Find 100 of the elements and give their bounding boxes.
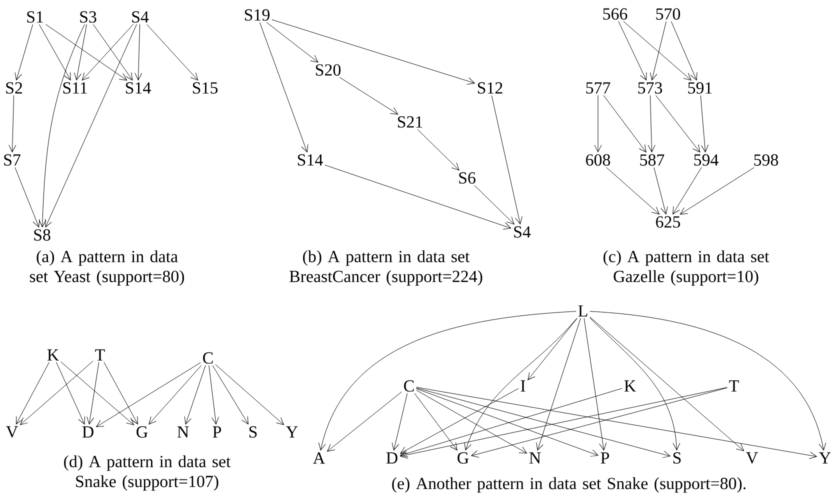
node-label: S6: [459, 172, 476, 184]
arrow: [590, 316, 744, 452]
arrow: [20, 360, 94, 426]
arrow: [14, 167, 40, 228]
arrow: [212, 365, 248, 424]
arrow: [259, 22, 308, 152]
arrow: [96, 362, 201, 428]
node-label: P: [212, 426, 222, 438]
node-label: G: [458, 452, 469, 464]
arrow: [416, 388, 598, 457]
arrow: [146, 24, 198, 80]
arrow: [590, 318, 680, 450]
node-label: S2: [6, 82, 22, 94]
arrow: [416, 388, 670, 458]
node-label: S4: [132, 11, 149, 23]
node-label: 591: [688, 82, 712, 94]
arrow: [56, 362, 86, 424]
arrow: [215, 364, 284, 425]
arrow: [82, 24, 134, 80]
node-label: 608: [586, 154, 610, 166]
node-label: S7: [4, 154, 20, 166]
arrow: [45, 24, 128, 81]
node-label: S3: [80, 11, 96, 23]
arrow: [528, 318, 578, 380]
node-label: S14: [298, 154, 323, 166]
arrow: [648, 95, 656, 152]
arrow: [104, 362, 138, 424]
arrow: [86, 362, 100, 424]
node-label: 598: [754, 154, 778, 166]
arrow: [680, 167, 755, 215]
arrow: [134, 24, 142, 80]
node-label: 577: [586, 82, 610, 94]
arrow: [416, 387, 817, 460]
arrow: [272, 19, 475, 85]
arrow: [74, 24, 87, 80]
caption: (c) A pattern in data set Gazelle (support=10): [604, 250, 770, 286]
node-label: L: [578, 305, 588, 317]
arrow: [400, 387, 728, 458]
arrow: [14, 24, 34, 80]
node-label: T: [95, 349, 105, 361]
node-label: S12: [478, 82, 502, 94]
node-label: S14: [126, 82, 151, 94]
arrow: [603, 95, 646, 152]
arrow: [656, 95, 700, 152]
arrow: [400, 388, 622, 458]
caption: (a) A pattern in data set Yeast (support=80): [30, 250, 184, 286]
node-label: S19: [244, 9, 270, 21]
arrow: [16, 362, 50, 424]
node-label: A: [313, 452, 325, 464]
arrow: [623, 21, 692, 80]
arrow: [38, 24, 71, 80]
arrow: [672, 167, 702, 214]
arrow: [318, 311, 576, 450]
arrow: [464, 318, 578, 450]
arrow: [327, 392, 402, 452]
node-label: P: [600, 452, 610, 464]
node-label: N: [177, 426, 189, 438]
arrow: [45, 24, 137, 228]
arrow: [392, 393, 408, 450]
node-label: S4: [514, 226, 531, 238]
node-label: 566: [603, 8, 628, 20]
arrow: [92, 24, 133, 80]
node-label: T: [729, 380, 739, 392]
arrow: [416, 390, 527, 454]
node-label: S15: [192, 82, 218, 94]
node-label: K: [47, 349, 59, 361]
node-label: 570: [656, 8, 680, 20]
node-label: V: [6, 426, 18, 438]
node-label: 587: [640, 154, 664, 166]
node-label: D: [386, 452, 398, 464]
arrow: [471, 388, 728, 458]
node-label: S8: [34, 229, 50, 241]
arrow: [38, 24, 85, 228]
arrow: [594, 95, 602, 152]
node-label: S1: [27, 11, 43, 23]
node-label: V: [746, 452, 758, 464]
node-label: 573: [638, 82, 662, 94]
arrow: [654, 167, 668, 214]
node-label: D: [82, 426, 94, 438]
node-label: K: [624, 380, 636, 392]
node-label: 594: [694, 154, 718, 166]
arrow: [474, 185, 514, 224]
arrow: [400, 388, 519, 454]
arrow: [590, 311, 826, 450]
node-label: C: [203, 352, 213, 364]
node-label: N: [529, 452, 541, 464]
arrow: [339, 77, 398, 115]
node-label: I: [520, 380, 526, 392]
arrow: [148, 365, 202, 424]
arrow: [414, 393, 458, 450]
arrow: [536, 318, 581, 450]
arrow: [417, 129, 460, 170]
node-label: S21: [398, 116, 422, 128]
arrow: [60, 362, 134, 426]
arrow: [208, 365, 219, 424]
node-label: S20: [316, 64, 341, 76]
node-label: S: [249, 426, 257, 438]
arrow: [8, 95, 16, 152]
arrow: [266, 22, 318, 62]
caption: (b) A pattern in data set BreastCancer (support=224): [290, 250, 482, 286]
